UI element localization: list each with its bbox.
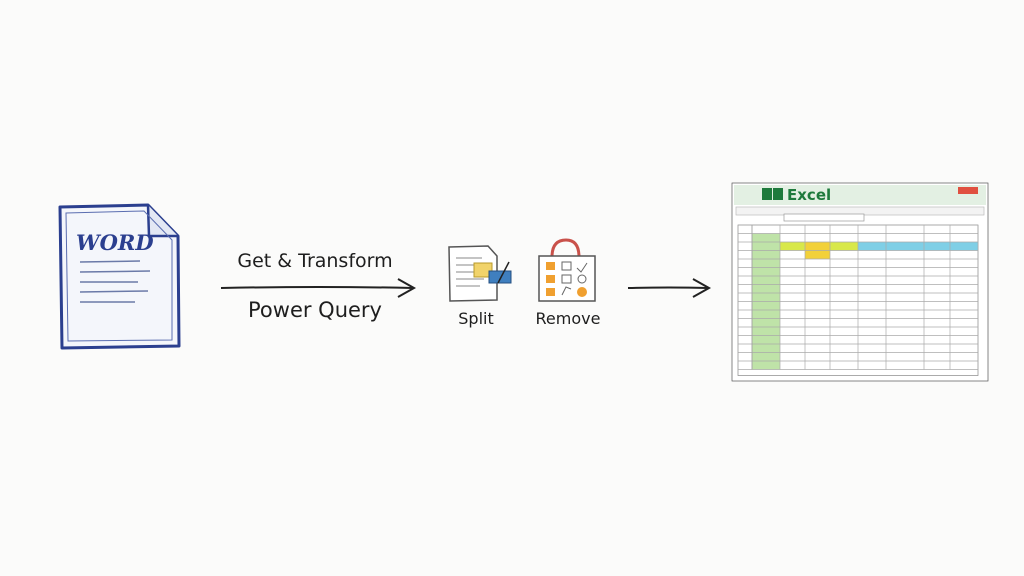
power-query-label: Power Query <box>248 298 382 322</box>
split-document-icon <box>448 245 512 302</box>
arrow-1 <box>220 278 417 298</box>
excel-window <box>731 182 989 382</box>
excel-title: Excel <box>787 186 832 204</box>
excel-logo-icon <box>773 188 783 200</box>
word-logo-text: WORD <box>76 230 154 255</box>
header-row-blue <box>858 242 978 251</box>
excel-logo-icon <box>762 188 772 200</box>
arrow-2 <box>627 278 712 298</box>
word-document-icon <box>58 203 181 350</box>
get-transform-label: Get & Transform <box>237 250 393 272</box>
remove-toolbox-icon <box>538 238 596 302</box>
name-box <box>783 213 865 222</box>
remove-label: Remove <box>535 309 601 328</box>
split-label: Split <box>458 309 494 328</box>
excel-title-bar <box>734 185 986 205</box>
close-button <box>958 187 978 194</box>
